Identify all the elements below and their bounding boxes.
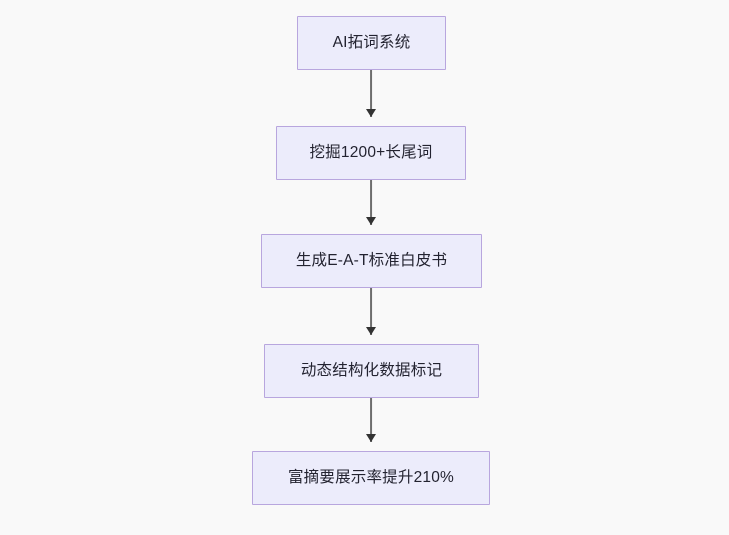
node-label: 生成E-A-T标准白皮书: [295, 252, 448, 270]
edge-line: [370, 70, 372, 117]
arrowhead-down-icon: [366, 327, 376, 335]
node-label: 挖掘1200+长尾词: [309, 144, 433, 162]
flowchart-node-dynamic-structured-data-markup[interactable]: 动态结构化数据标记: [264, 344, 479, 398]
node-label: 富摘要展示率提升210%: [287, 469, 455, 487]
flowchart-node-mine-longtail-keywords[interactable]: 挖掘1200+长尾词: [276, 126, 466, 180]
arrowhead-down-icon: [366, 109, 376, 117]
edge-line: [370, 398, 372, 442]
flowchart-node-ai-keyword-system[interactable]: AI拓词系统: [297, 16, 446, 70]
edge-line: [370, 288, 372, 335]
node-label: AI拓词系统: [332, 34, 411, 52]
node-label: 动态结构化数据标记: [300, 362, 443, 380]
arrowhead-down-icon: [366, 217, 376, 225]
edge-line: [370, 180, 372, 225]
flowchart-node-generate-eat-whitepaper[interactable]: 生成E-A-T标准白皮书: [261, 234, 482, 288]
flowchart-node-rich-snippet-impression-uplift[interactable]: 富摘要展示率提升210%: [252, 451, 490, 505]
arrowhead-down-icon: [366, 434, 376, 442]
